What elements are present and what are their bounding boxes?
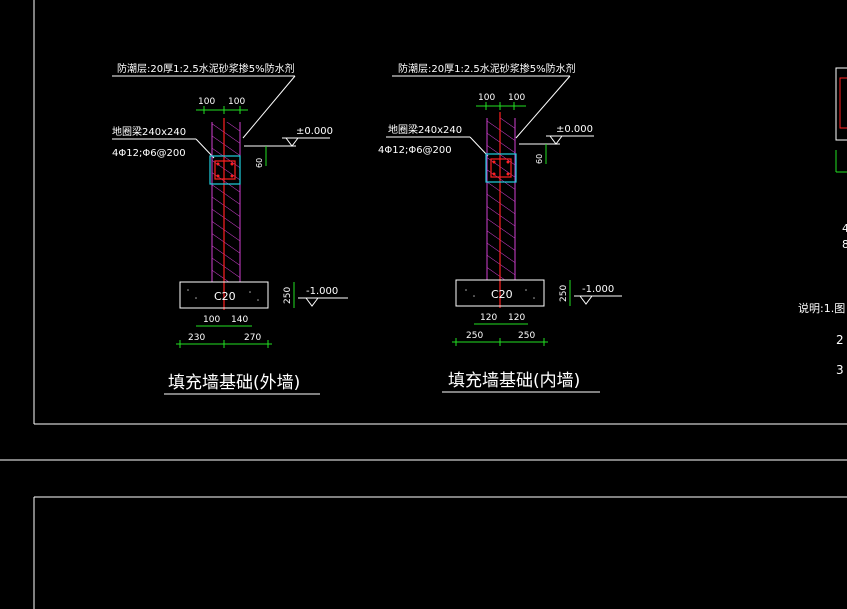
side-dim: 60 [255,158,264,168]
note-fragment-4: 4 [842,222,847,235]
note-item-3: 3 [836,363,844,377]
concrete-footing [179,281,269,309]
wall-hatch [212,122,240,282]
detail-title: 填充墙基础(外墙) [168,373,300,393]
rebar-label: 4Φ12;Φ6@200 [378,145,452,156]
elevation-top: ±0.000 [296,126,333,137]
concrete-grade: C20 [491,288,513,301]
aggregate-dot [187,289,189,291]
rebar-dot [506,160,510,164]
cropped-rebar-outline [839,77,847,129]
top-dim-b: 100 [508,93,525,103]
bottom-dim-c: 250 [466,331,483,341]
aggregate-dot [257,299,259,301]
rebar-dot [216,174,220,178]
concrete-footing [455,279,545,307]
note-fragment-8: 8 [842,238,847,251]
bottom-dim-b: 140 [231,315,248,325]
ring-beam-label: 地圈梁240x240 [112,125,186,138]
notes-heading: 说明:1.图 [798,301,845,315]
concrete-grade: C20 [214,290,236,303]
bottom-dim-d: 270 [244,333,261,343]
bottom-dim-c: 230 [188,333,205,343]
ring-beam-outline [209,155,241,185]
note-leader [242,75,296,139]
elevation-bottom: -1.000 [306,286,338,297]
detail-title: 填充墙基础(内墙) [448,371,580,391]
top-dim-a: 100 [478,93,495,103]
moisture-proof-note: 防潮层:20厚1:2.5水泥砂浆掺5%防水剂 [117,62,295,75]
ring-beam-outline [485,153,517,183]
rebar-dot [230,174,234,178]
moisture-proof-note: 防潮层:20厚1:2.5水泥砂浆掺5%防水剂 [398,62,576,75]
ring-beam-label: 地圈梁240x240 [388,123,462,136]
aggregate-dot [195,297,197,299]
rebar-dot [216,162,220,166]
footing-height-dim: 250 [559,285,569,302]
bottom-dim-b: 120 [508,313,525,323]
footing-height-dim: 250 [283,287,293,304]
cropped-detail-frame [835,67,847,141]
rebar-dot [492,172,496,176]
aggregate-dot [525,289,527,291]
elevation-marker [285,137,299,147]
top-dim-b: 100 [228,97,245,107]
aggregate-dot [249,291,251,293]
top-dim-a: 100 [198,97,215,107]
elevation-marker [305,297,319,307]
elevation-top: ±0.000 [556,124,593,135]
rebar-dot [230,162,234,166]
rebar-stirrup [214,160,236,180]
aggregate-dot [533,297,535,299]
rebar-dot [506,172,510,176]
rebar-label: 4Φ12;Φ6@200 [112,148,186,159]
wall-hatch [487,118,515,280]
rebar-stirrup [490,158,512,178]
rebar-dot [492,160,496,164]
elevation-marker [549,135,563,145]
note-item-2: 2 [836,333,844,347]
right-foundation-detail[interactable]: 防潮层:20厚1:2.5水泥砂浆掺5%防水剂 100 100 地圈梁240x24… [378,62,622,393]
note-leader [515,75,571,139]
cropped-notes-region[interactable]: 4 8 说明:1.图 2 3 [798,67,847,377]
bottom-dim-a: 120 [480,313,497,323]
bottom-dim-d: 250 [518,331,535,341]
left-foundation-detail[interactable]: 防潮层:20厚1:2.5水泥砂浆掺5%防水剂 100 100 地圈梁240x24… [112,62,348,395]
aggregate-dot [465,289,467,291]
side-dim: 60 [535,154,544,164]
label-leader [469,136,489,157]
bottom-dim-a: 100 [203,315,220,325]
label-leader [195,138,215,159]
aggregate-dot [473,295,475,297]
elevation-bottom: -1.000 [582,284,614,295]
elevation-marker [579,295,593,305]
